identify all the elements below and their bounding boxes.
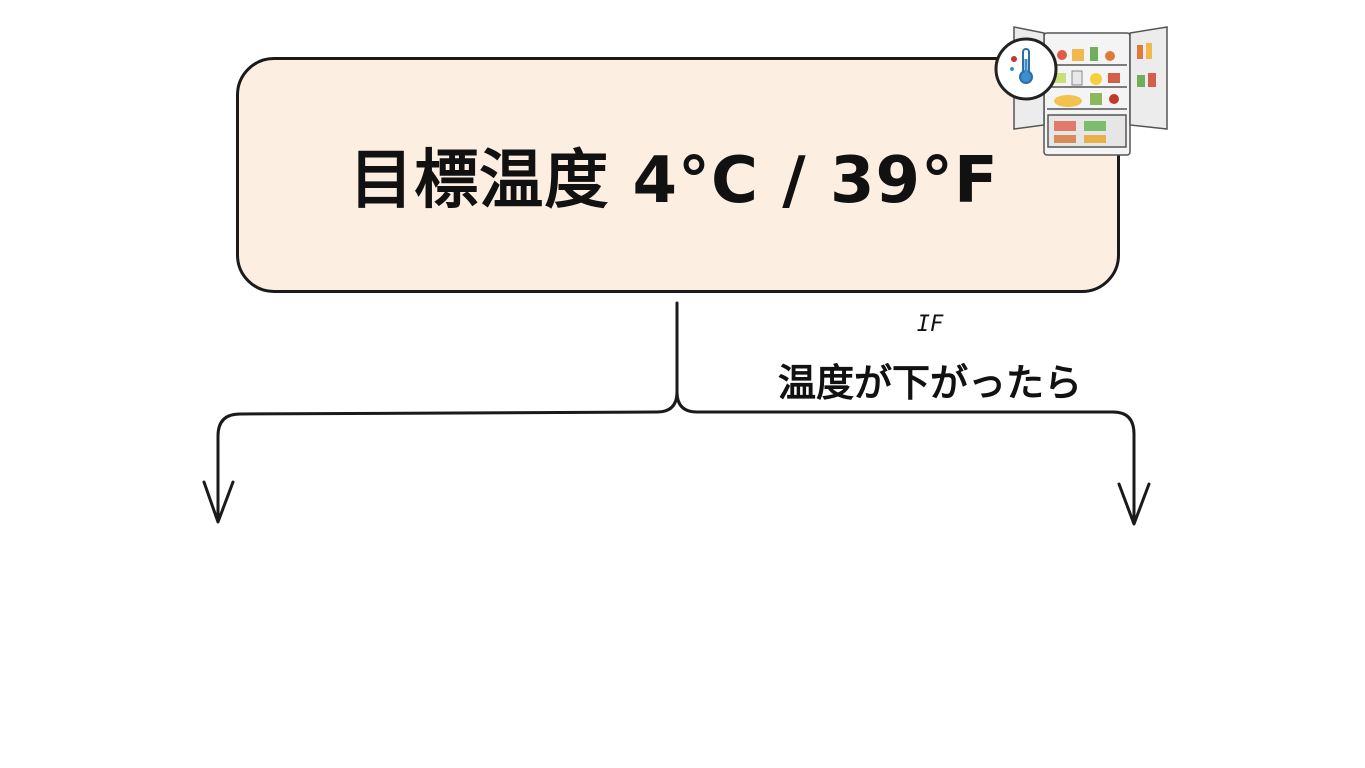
right-arrowhead (1117, 482, 1151, 526)
stem-line (216, 301, 679, 522)
condition-label: 温度が下がったら (777, 361, 1082, 405)
left-arrowhead (202, 480, 235, 524)
target-temperature-title: 目標温度 4°C / 39°F (349, 144, 999, 218)
right-branch-line (675, 390, 1136, 524)
target-temperature-box: 目標温度 4°C / 39°F (236, 57, 1120, 293)
refrigerator-thermometer-icon (994, 26, 1168, 156)
condition-tag: IF (916, 312, 944, 337)
